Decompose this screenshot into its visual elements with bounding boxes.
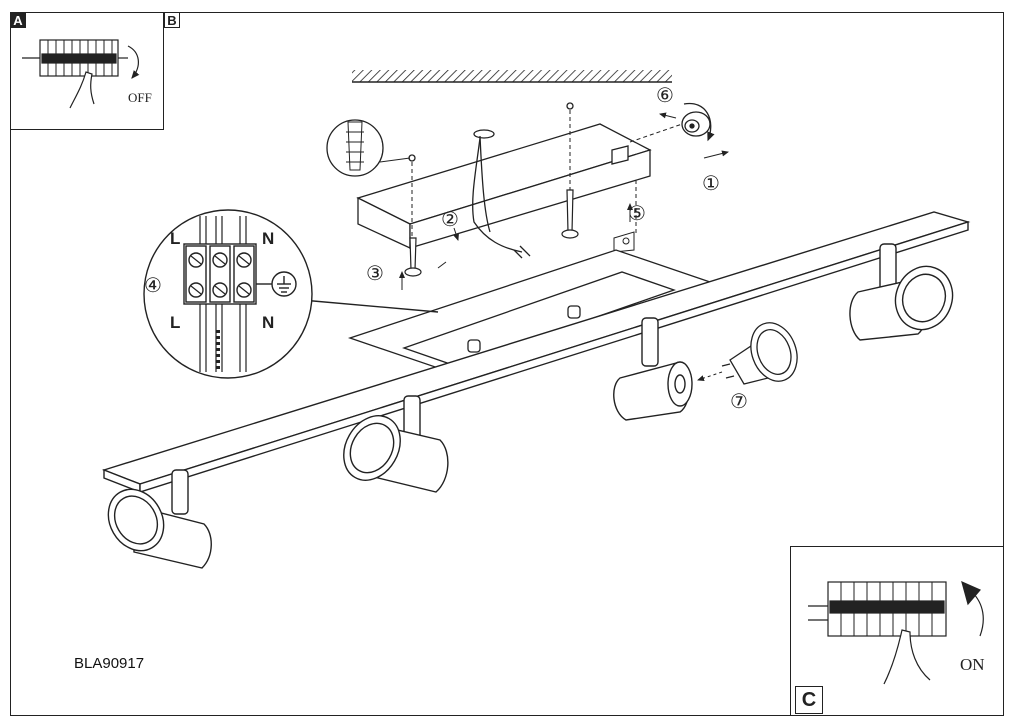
ceiling-mount bbox=[356, 102, 652, 259]
wire-label-l-top: L bbox=[170, 229, 180, 248]
wiring-detail bbox=[143, 209, 439, 379]
step-6-label: ⑥ bbox=[656, 85, 674, 107]
cap-nut bbox=[681, 102, 715, 142]
diagram-frame bbox=[10, 12, 1004, 716]
step-5-label: ⑤ bbox=[628, 203, 646, 225]
spotlight-2 bbox=[343, 395, 449, 493]
spotlight-4 bbox=[849, 243, 954, 341]
canopy-plate bbox=[347, 249, 713, 371]
ceiling-hatch bbox=[352, 70, 672, 82]
breaker-off-label: OFF bbox=[128, 90, 152, 105]
screw-right bbox=[561, 189, 579, 239]
breaker-on-label: ON bbox=[960, 655, 985, 674]
panel-tag-b: B bbox=[164, 12, 180, 28]
breaker-on-illustration bbox=[808, 580, 984, 685]
step-3-label: ③ bbox=[366, 263, 384, 285]
screw-left bbox=[404, 237, 422, 277]
model-number: BLA90917 bbox=[74, 655, 145, 672]
spotlight-bar bbox=[101, 211, 971, 494]
panel-tag-a: A bbox=[10, 12, 26, 28]
spotlight-3 bbox=[613, 317, 693, 421]
wire-label-n-bottom: N bbox=[262, 313, 274, 332]
wire-label-n-top: N bbox=[262, 229, 274, 248]
spotlight-1 bbox=[107, 469, 212, 569]
step-2-label: ② bbox=[441, 209, 459, 231]
breaker-off-illustration bbox=[22, 39, 140, 109]
wire-label-l-bottom: L bbox=[170, 313, 180, 332]
step-4-label: ④ bbox=[144, 275, 162, 297]
step-1-label: ① bbox=[702, 173, 720, 195]
panel-tag-c: C bbox=[795, 686, 823, 714]
gu10-bulb bbox=[721, 322, 798, 385]
step-7-label: ⑦ bbox=[730, 391, 748, 413]
